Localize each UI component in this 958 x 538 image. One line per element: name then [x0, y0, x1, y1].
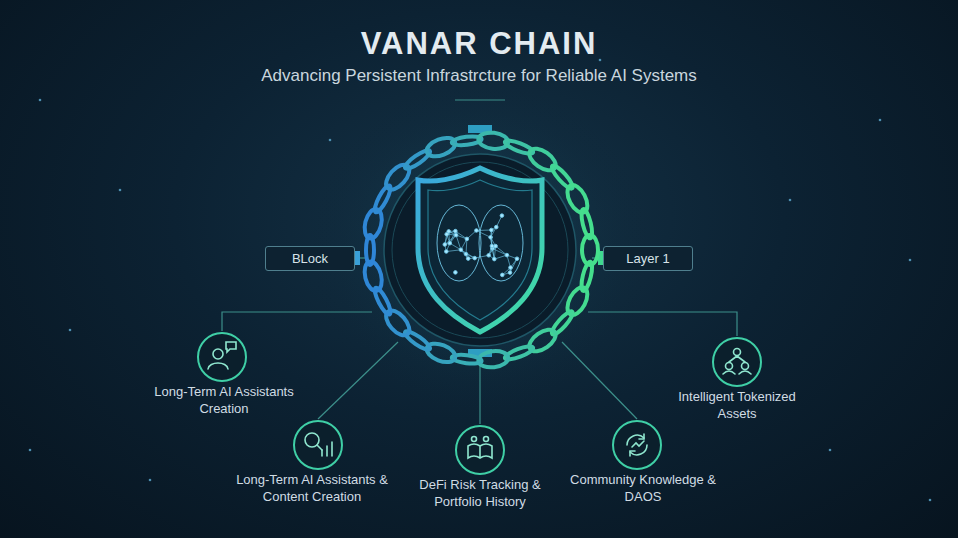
- node-label: Intelligent Tokenized Assets: [672, 389, 802, 423]
- star: [149, 479, 152, 482]
- icon-node: Intelligent Tokenized Assets: [672, 335, 802, 423]
- star: [909, 259, 912, 262]
- star: [329, 139, 332, 142]
- box-label: BLock: [276, 251, 344, 266]
- icon-node: Long-Term AI Assistants Creation: [149, 330, 299, 418]
- node-label: Community Knowledge & DAOS: [568, 472, 718, 506]
- icon-node: DeFi Risk Tracking & Portfolio History: [400, 423, 560, 511]
- star: [789, 199, 792, 202]
- chain-link: [382, 161, 414, 194]
- brain-node: [493, 257, 497, 261]
- brain-node: [443, 243, 447, 247]
- brain-node: [505, 253, 509, 257]
- brain-link: [491, 230, 493, 246]
- brain-node: [459, 248, 463, 252]
- brain-node: [454, 233, 458, 237]
- brain-node: [515, 257, 519, 261]
- node-label: DeFi Risk Tracking & Portfolio History: [400, 477, 560, 511]
- brain-node: [454, 271, 458, 275]
- node-label: Long-Term AI Assistants Creation: [149, 384, 299, 418]
- star: [69, 329, 72, 332]
- star: [829, 449, 832, 452]
- brain-lobe: [437, 205, 481, 281]
- brain-lobe: [479, 205, 523, 281]
- brain-node: [494, 244, 498, 248]
- title: VANAR CHAIN: [0, 26, 958, 62]
- brain-node: [466, 257, 470, 261]
- icon-node: Community Knowledge & DAOS: [568, 418, 718, 506]
- brain-node: [500, 214, 504, 218]
- label-box: BLock: [265, 246, 355, 271]
- brain-node: [501, 273, 505, 277]
- brain-node: [473, 256, 477, 260]
- brain-node: [490, 228, 494, 232]
- brain-link: [476, 230, 491, 232]
- brain-node: [454, 229, 458, 233]
- chain-link: [424, 134, 458, 160]
- icon-node: Long-Term AI Assistants & Content Creati…: [217, 418, 407, 506]
- brain-node: [445, 232, 449, 236]
- brain-node: [475, 229, 479, 233]
- star: [929, 499, 932, 502]
- brain-node: [465, 237, 469, 241]
- star: [879, 119, 882, 122]
- chain-link: [579, 208, 594, 239]
- brain-node: [495, 225, 499, 229]
- star: [119, 189, 122, 192]
- brain-node: [487, 254, 491, 258]
- star: [599, 59, 602, 62]
- star: [39, 99, 42, 102]
- label-box: Layer 1: [603, 246, 693, 271]
- box-label: Layer 1: [614, 251, 682, 266]
- star: [29, 449, 32, 452]
- brain-node: [509, 266, 513, 270]
- brain-node: [445, 250, 449, 254]
- brain-node: [448, 241, 452, 245]
- brain-node: [490, 244, 494, 248]
- brain-link: [476, 231, 490, 238]
- subtitle: Advancing Persistent Infrastrcture for R…: [0, 66, 958, 86]
- brain-node: [508, 271, 512, 275]
- node-label: Long-Term AI Assistants & Content Creati…: [217, 472, 407, 506]
